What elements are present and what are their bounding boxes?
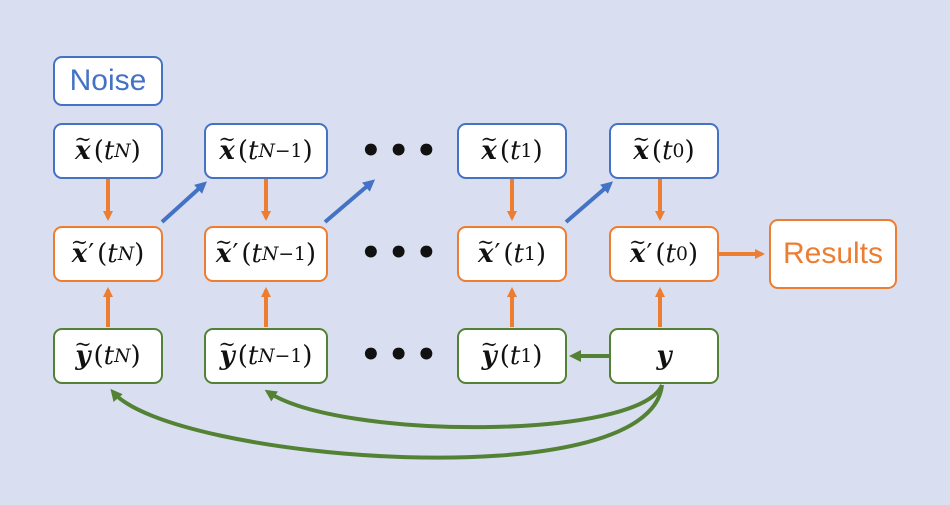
- xp-symbol: ~x: [628, 229, 647, 269]
- xp-symbol: ~x: [214, 229, 233, 269]
- results-label: Results: [782, 237, 884, 270]
- y-symbol: ~y: [74, 331, 92, 371]
- ellipsis-row-x: •••: [360, 131, 444, 171]
- arrow-y-to-y-tN: [110, 384, 664, 460]
- x-symbol: ~x: [74, 126, 92, 166]
- x-symbol: ~x: [632, 126, 650, 166]
- y-symbol: ~y: [218, 331, 236, 371]
- x-symbol: ~x: [218, 126, 236, 166]
- arrow-xp-tN-to-x-tN-1: [160, 181, 207, 224]
- ellipsis-row-y: •••: [360, 335, 444, 375]
- y-obs-symbol: y: [656, 341, 672, 371]
- results-label-box: Results: [769, 219, 897, 289]
- y-observation-node: y: [609, 328, 719, 384]
- xp-symbol: ~x: [476, 229, 495, 269]
- arrow-xp-tN-1-to-dots: [323, 179, 376, 224]
- ellipsis-row-xp: •••: [360, 233, 444, 273]
- xp-symbol: ~x: [70, 229, 89, 269]
- x-symbol: ~x: [480, 126, 498, 166]
- noise-label: Noise: [69, 64, 147, 97]
- arrow-xp-t1-to-x-t0: [564, 181, 614, 224]
- noise-label-box: Noise: [53, 56, 163, 106]
- arrow-y-to-y-tN-1: [264, 384, 664, 430]
- y-symbol: ~y: [480, 331, 498, 371]
